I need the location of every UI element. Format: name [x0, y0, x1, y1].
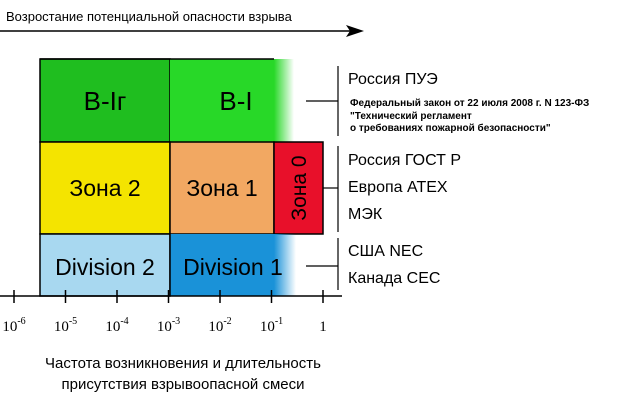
standard-law-note-2: "Технический регламент	[350, 111, 472, 122]
axis-tick-label: 10-6	[2, 316, 25, 335]
division-1-label: Division 1	[183, 254, 283, 280]
standard-europe-atex: Европа ATEX	[348, 179, 448, 196]
zone-b-i-fade	[274, 59, 294, 142]
zone-2-label: Зона 2	[69, 175, 140, 201]
axis-tick-label: 10-1	[260, 316, 283, 335]
zone-b-ig	[39, 58, 171, 143]
standard-iec: МЭК	[348, 206, 383, 223]
division-2	[39, 233, 171, 297]
standard-usa-nec: США NEC	[348, 243, 423, 260]
axis-tick-label: 10-5	[54, 316, 77, 335]
division-1	[170, 234, 274, 296]
frequency-axis-ticks: 10-6 10-5 10-4 10-3 10-2 10-1 1	[2, 290, 327, 335]
standard-law-note-1: Федеральный закон от 22 июля 2008 г. N 1…	[350, 98, 589, 109]
standard-law-note-3: о требованиях пожарной безопасности"	[350, 122, 551, 134]
standard-canada-cec: Канада CEC	[348, 270, 440, 287]
top-arrow-head	[346, 25, 364, 37]
axis-tick-label: 10-3	[157, 316, 180, 335]
zone-b-i	[170, 59, 274, 142]
zone-b-i-label: B-I	[219, 86, 252, 116]
zone-1-label: Зона 1	[186, 175, 257, 201]
axis-tick-label: 10-2	[208, 316, 231, 335]
axis-tick-label: 1	[319, 319, 327, 335]
division-1-fade	[274, 234, 296, 296]
standard-russia-pue: Россия ПУЭ	[348, 71, 438, 88]
zone-0-label: Зона 0	[288, 155, 311, 220]
axis-tick-label: 10-4	[105, 316, 128, 335]
top-arrow-label: Возростание потенциальной опасности взры…	[6, 9, 293, 24]
bottom-caption-line-2: присутствия взрывоопасной смеси	[61, 376, 304, 393]
zone-0	[273, 141, 324, 235]
standard-russia-gost: Россия ГОСТ Р	[348, 152, 461, 169]
bottom-caption-line-1: Частота возникновения и длительность	[45, 355, 321, 372]
zone-b-ig-label: B-Iг	[84, 86, 127, 116]
division-2-label: Division 2	[55, 254, 155, 280]
